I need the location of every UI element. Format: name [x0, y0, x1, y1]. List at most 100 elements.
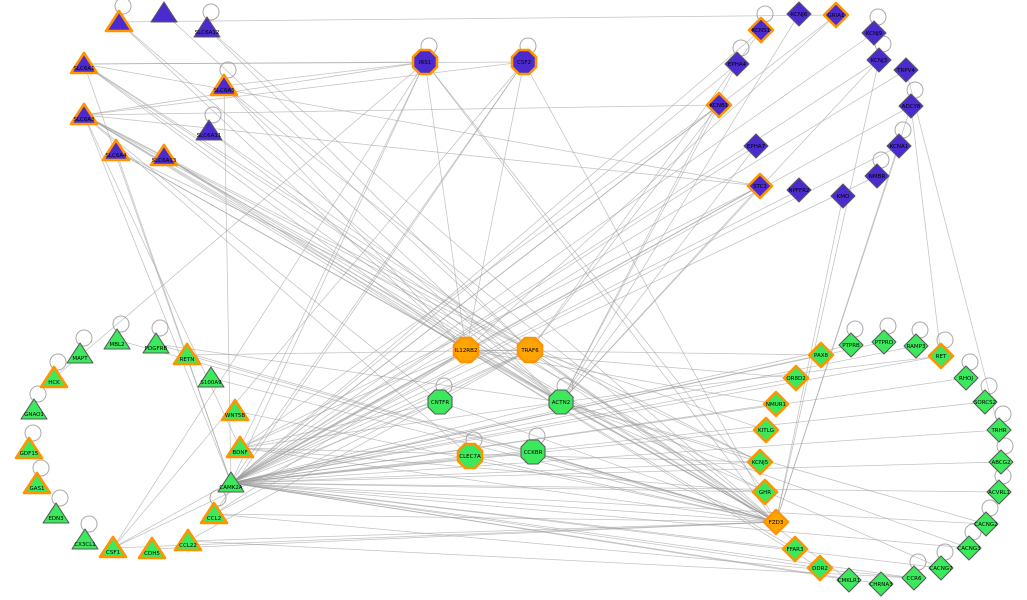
- node-TRAF6[interactable]: TRAF6: [516, 336, 544, 364]
- diamond-shape: [986, 417, 1012, 443]
- diamond-shape: [752, 416, 780, 444]
- node-KMO[interactable]: KMO: [830, 183, 856, 209]
- node-NMUR1[interactable]: NMUR1: [762, 390, 790, 418]
- node-MAPT[interactable]: MAPT: [66, 342, 94, 364]
- node-TRPV4[interactable]: TRPV4: [893, 57, 919, 83]
- node-PDGFRB[interactable]: PDGFRB: [142, 332, 170, 354]
- node-EDN3[interactable]: EDN3: [42, 502, 70, 524]
- edge: [560, 401, 777, 523]
- node-EPHA4[interactable]: EPHA4: [724, 51, 750, 77]
- node-SLC6A13[interactable]: SLC6A13: [149, 143, 179, 167]
- node-t2[interactable]: [150, 1, 178, 23]
- edge: [213, 61, 525, 515]
- edge: [239, 447, 777, 523]
- self-loop-layer: [24, 0, 1014, 571]
- node-NPFFR2[interactable]: NPFFR2: [786, 177, 812, 203]
- node-CACNG3[interactable]: CACNG3: [956, 535, 982, 561]
- node-RHOJ[interactable]: RHOJ: [953, 365, 979, 391]
- triangle-shape: [197, 366, 225, 388]
- node-KCNA1[interactable]: KCNA1: [886, 133, 912, 159]
- node-GNAO1[interactable]: GNAO1: [20, 398, 48, 420]
- triangle-shape: [98, 535, 128, 559]
- edge: [223, 61, 426, 87]
- node-CCKBR[interactable]: CCKBR: [520, 439, 546, 465]
- node-WNT5B[interactable]: WNT5B: [220, 398, 250, 422]
- diamond-shape: [986, 479, 1012, 505]
- triangle-shape: [220, 398, 250, 422]
- diamond-shape: [866, 47, 892, 73]
- self-loop: [29, 385, 47, 403]
- octagon-shape: [548, 389, 574, 415]
- node-GAS1[interactable]: GAS1: [22, 471, 52, 495]
- node-CCL22[interactable]: CCL22: [173, 528, 203, 552]
- edge: [775, 59, 880, 523]
- node-OR8D2[interactable]: OR8D2: [782, 364, 810, 392]
- node-t1[interactable]: [104, 9, 134, 33]
- node-KCNJ9[interactable]: KCNJ9: [861, 20, 887, 46]
- node-ABCG2[interactable]: ABCG2: [988, 449, 1014, 475]
- node-CCL2[interactable]: CCL2: [199, 501, 229, 525]
- edge: [83, 63, 467, 351]
- node-RAMP3[interactable]: RAMP3: [903, 333, 929, 359]
- node-EPHA7[interactable]: EPHA7: [743, 133, 769, 159]
- edge: [206, 27, 531, 351]
- triangle-shape: [20, 398, 48, 420]
- node-ACTN2[interactable]: ACTN2: [548, 389, 574, 415]
- edge: [230, 59, 880, 484]
- node-SLC6A11[interactable]: SLC6A11: [195, 119, 223, 141]
- node-CNTFR[interactable]: CNTFR: [427, 389, 453, 415]
- edge: [465, 349, 796, 550]
- edge: [83, 104, 720, 116]
- node-PTPRB[interactable]: PTPRB: [838, 332, 864, 358]
- node-layer: SLC6A12SLC6A1SLC6A5SLC6A3SLC6A11SLC6A4SL…: [14, 1, 1014, 597]
- diamond-shape: [886, 133, 912, 159]
- node-SLC6A1[interactable]: SLC6A1: [69, 51, 99, 75]
- edge: [223, 85, 467, 351]
- node-CACNG7[interactable]: CACNG7: [928, 555, 954, 581]
- diamond-shape: [786, 1, 812, 27]
- self-loop: [204, 106, 222, 124]
- node-KCNJ6[interactable]: KCNJ6: [786, 1, 812, 27]
- octagon-shape: [427, 389, 453, 415]
- edge: [230, 461, 1002, 484]
- node-IL12RB2[interactable]: IL12RB2: [452, 336, 480, 364]
- octagon-shape: [516, 336, 544, 364]
- edge: [529, 29, 762, 351]
- node-KITLG[interactable]: KITLG: [752, 416, 780, 444]
- node-RET[interactable]: RET: [927, 342, 955, 370]
- self-loop: [51, 489, 69, 507]
- node-CDH5[interactable]: CDH5: [137, 536, 167, 560]
- node-KCNJ3[interactable]: KCNJ3: [866, 47, 892, 73]
- triangle-shape: [22, 471, 52, 495]
- node-ADCY8[interactable]: ADCY8: [898, 93, 924, 119]
- node-CLEC7A[interactable]: CLEC7A: [456, 442, 484, 470]
- edge: [239, 185, 761, 449]
- node-GDF15[interactable]: GDF15: [14, 436, 44, 460]
- node-SLC6A12[interactable]: SLC6A12: [193, 16, 221, 38]
- diamond-shape: [705, 91, 733, 119]
- node-CSF2[interactable]: CSF2: [510, 48, 538, 76]
- edge: [230, 429, 767, 484]
- node-S100A9[interactable]: S100A9: [197, 366, 225, 388]
- triangle-shape: [69, 51, 99, 75]
- node-GHR[interactable]: GHR: [751, 478, 779, 506]
- node-SORCS2[interactable]: SORCS2: [972, 389, 998, 415]
- edge: [213, 513, 915, 579]
- edge: [239, 401, 441, 449]
- node-SLC6A4[interactable]: SLC6A4: [101, 138, 131, 162]
- node-KCNS1[interactable]: KCNS1: [747, 16, 775, 44]
- node-CACNG2[interactable]: CACNG2: [973, 511, 999, 537]
- node-IRS1[interactable]: IRS1: [411, 48, 439, 76]
- edge: [230, 145, 900, 484]
- self-loop: [114, 0, 132, 15]
- edge: [83, 61, 525, 65]
- triangle-shape: [193, 16, 221, 38]
- edge: [230, 32, 875, 484]
- self-loop: [202, 3, 220, 21]
- node-GRIA1[interactable]: GRIA1: [822, 1, 850, 29]
- node-CCR6[interactable]: CCR6: [901, 565, 927, 591]
- node-CSF1[interactable]: CSF1: [98, 535, 128, 559]
- node-CX3CL1[interactable]: CX3CL1: [71, 528, 99, 550]
- edge: [465, 61, 525, 351]
